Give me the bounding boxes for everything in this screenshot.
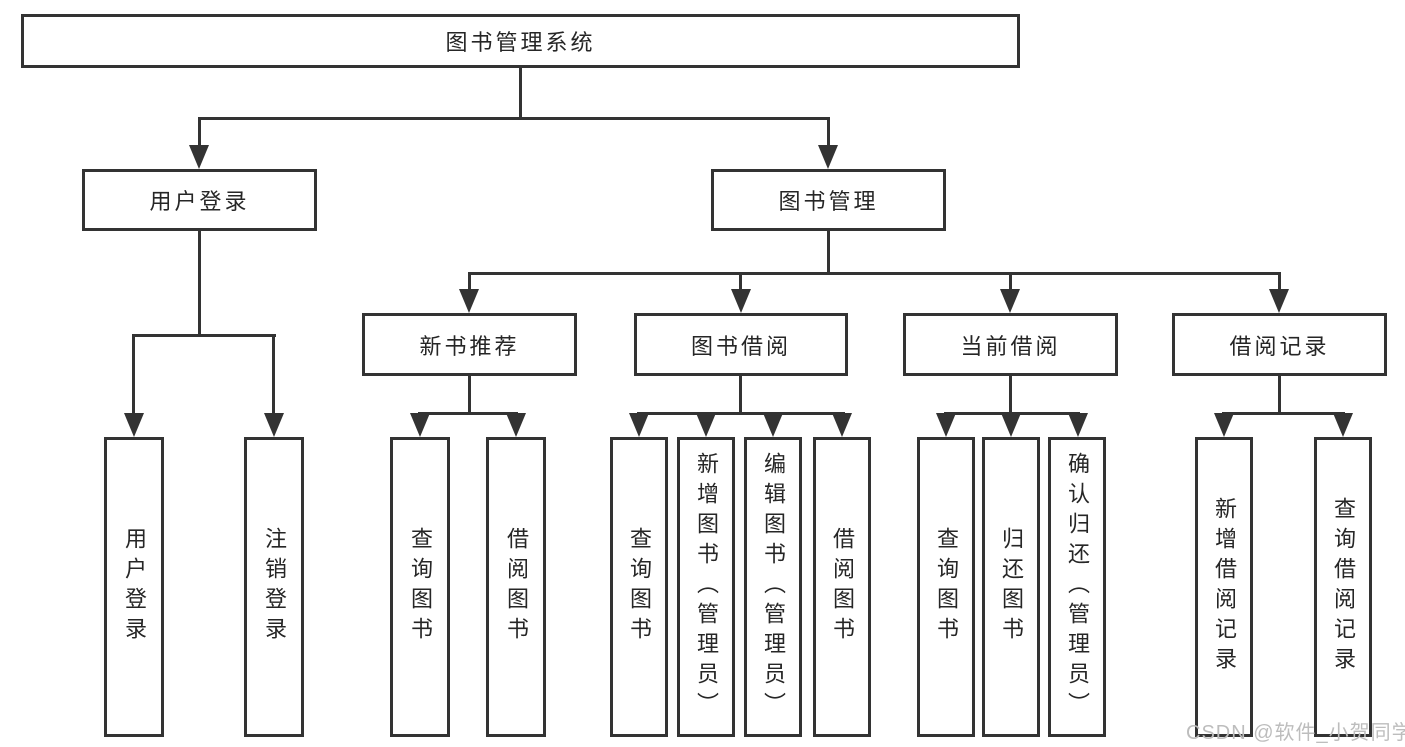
connector-vline bbox=[1009, 272, 1012, 292]
arrow-down-icon bbox=[1269, 289, 1289, 313]
connector-vline bbox=[468, 272, 471, 292]
connector-vline bbox=[739, 272, 742, 292]
arrow-down-icon bbox=[1214, 413, 1234, 437]
leaf-cb-query-books: 查询图书 bbox=[917, 437, 975, 737]
watermark: CSDN @软件_小贺同学 bbox=[1186, 722, 1405, 744]
arrow-down-icon bbox=[763, 413, 783, 437]
connector-hline bbox=[637, 412, 845, 415]
connector-hline bbox=[198, 117, 830, 120]
connector-vline bbox=[132, 334, 135, 415]
connector-vline bbox=[827, 229, 830, 274]
leaf-cb-return-books: 归还图书 bbox=[982, 437, 1040, 737]
node-book-management: 图书管理 bbox=[711, 169, 946, 231]
node-new-book-recommend: 新书推荐 bbox=[362, 313, 577, 376]
connector-hline bbox=[468, 272, 1281, 275]
connector-vline bbox=[1278, 374, 1281, 414]
leaf-br-add-record: 新增借阅记录 bbox=[1195, 437, 1253, 737]
arrow-down-icon bbox=[731, 289, 751, 313]
node-root: 图书管理系统 bbox=[21, 14, 1020, 68]
arrow-down-icon bbox=[264, 413, 284, 437]
connector-vline bbox=[519, 66, 522, 119]
leaf-logout: 注销登录 bbox=[244, 437, 304, 737]
node-borrow-records: 借阅记录 bbox=[1172, 313, 1387, 376]
arrow-down-icon bbox=[936, 413, 956, 437]
leaf-br-query-record: 查询借阅记录 bbox=[1314, 437, 1372, 737]
leaf-nb-query-books: 查询图书 bbox=[390, 437, 450, 737]
connector-vline bbox=[272, 334, 275, 415]
connector-vline bbox=[827, 117, 830, 148]
arrow-down-icon bbox=[124, 413, 144, 437]
connector-vline bbox=[198, 229, 201, 336]
leaf-bb-query-books: 查询图书 bbox=[610, 437, 668, 737]
node-book-borrow: 图书借阅 bbox=[634, 313, 848, 376]
leaf-bb-edit-books-admin: 编辑图书（管理员） bbox=[744, 437, 802, 737]
arrow-down-icon bbox=[1333, 413, 1353, 437]
arrow-down-icon bbox=[629, 413, 649, 437]
arrow-down-icon bbox=[1000, 289, 1020, 313]
arrow-down-icon bbox=[506, 413, 526, 437]
connector-vline bbox=[1009, 374, 1012, 414]
connector-vline bbox=[198, 117, 201, 148]
leaf-bb-add-books-admin: 新增图书（管理员） bbox=[677, 437, 735, 737]
arrow-down-icon bbox=[696, 413, 716, 437]
arrow-down-icon bbox=[1001, 413, 1021, 437]
connector-hline bbox=[418, 412, 518, 415]
arrow-down-icon bbox=[832, 413, 852, 437]
connector-hline bbox=[132, 334, 276, 337]
leaf-nb-borrow-books: 借阅图书 bbox=[486, 437, 546, 737]
arrow-down-icon bbox=[818, 145, 838, 169]
connector-vline bbox=[468, 374, 471, 414]
connector-hline bbox=[1222, 412, 1345, 415]
leaf-bb-borrow-books: 借阅图书 bbox=[813, 437, 871, 737]
arrow-down-icon bbox=[1068, 413, 1088, 437]
leaf-user-login: 用户登录 bbox=[104, 437, 164, 737]
arrow-down-icon bbox=[410, 413, 430, 437]
connector-vline bbox=[739, 374, 742, 414]
leaf-cb-confirm-return-admin: 确认归还（管理员） bbox=[1048, 437, 1106, 737]
node-user-login: 用户登录 bbox=[82, 169, 317, 231]
arrow-down-icon bbox=[459, 289, 479, 313]
arrow-down-icon bbox=[189, 145, 209, 169]
connector-vline bbox=[1278, 272, 1281, 292]
node-current-borrow: 当前借阅 bbox=[903, 313, 1118, 376]
